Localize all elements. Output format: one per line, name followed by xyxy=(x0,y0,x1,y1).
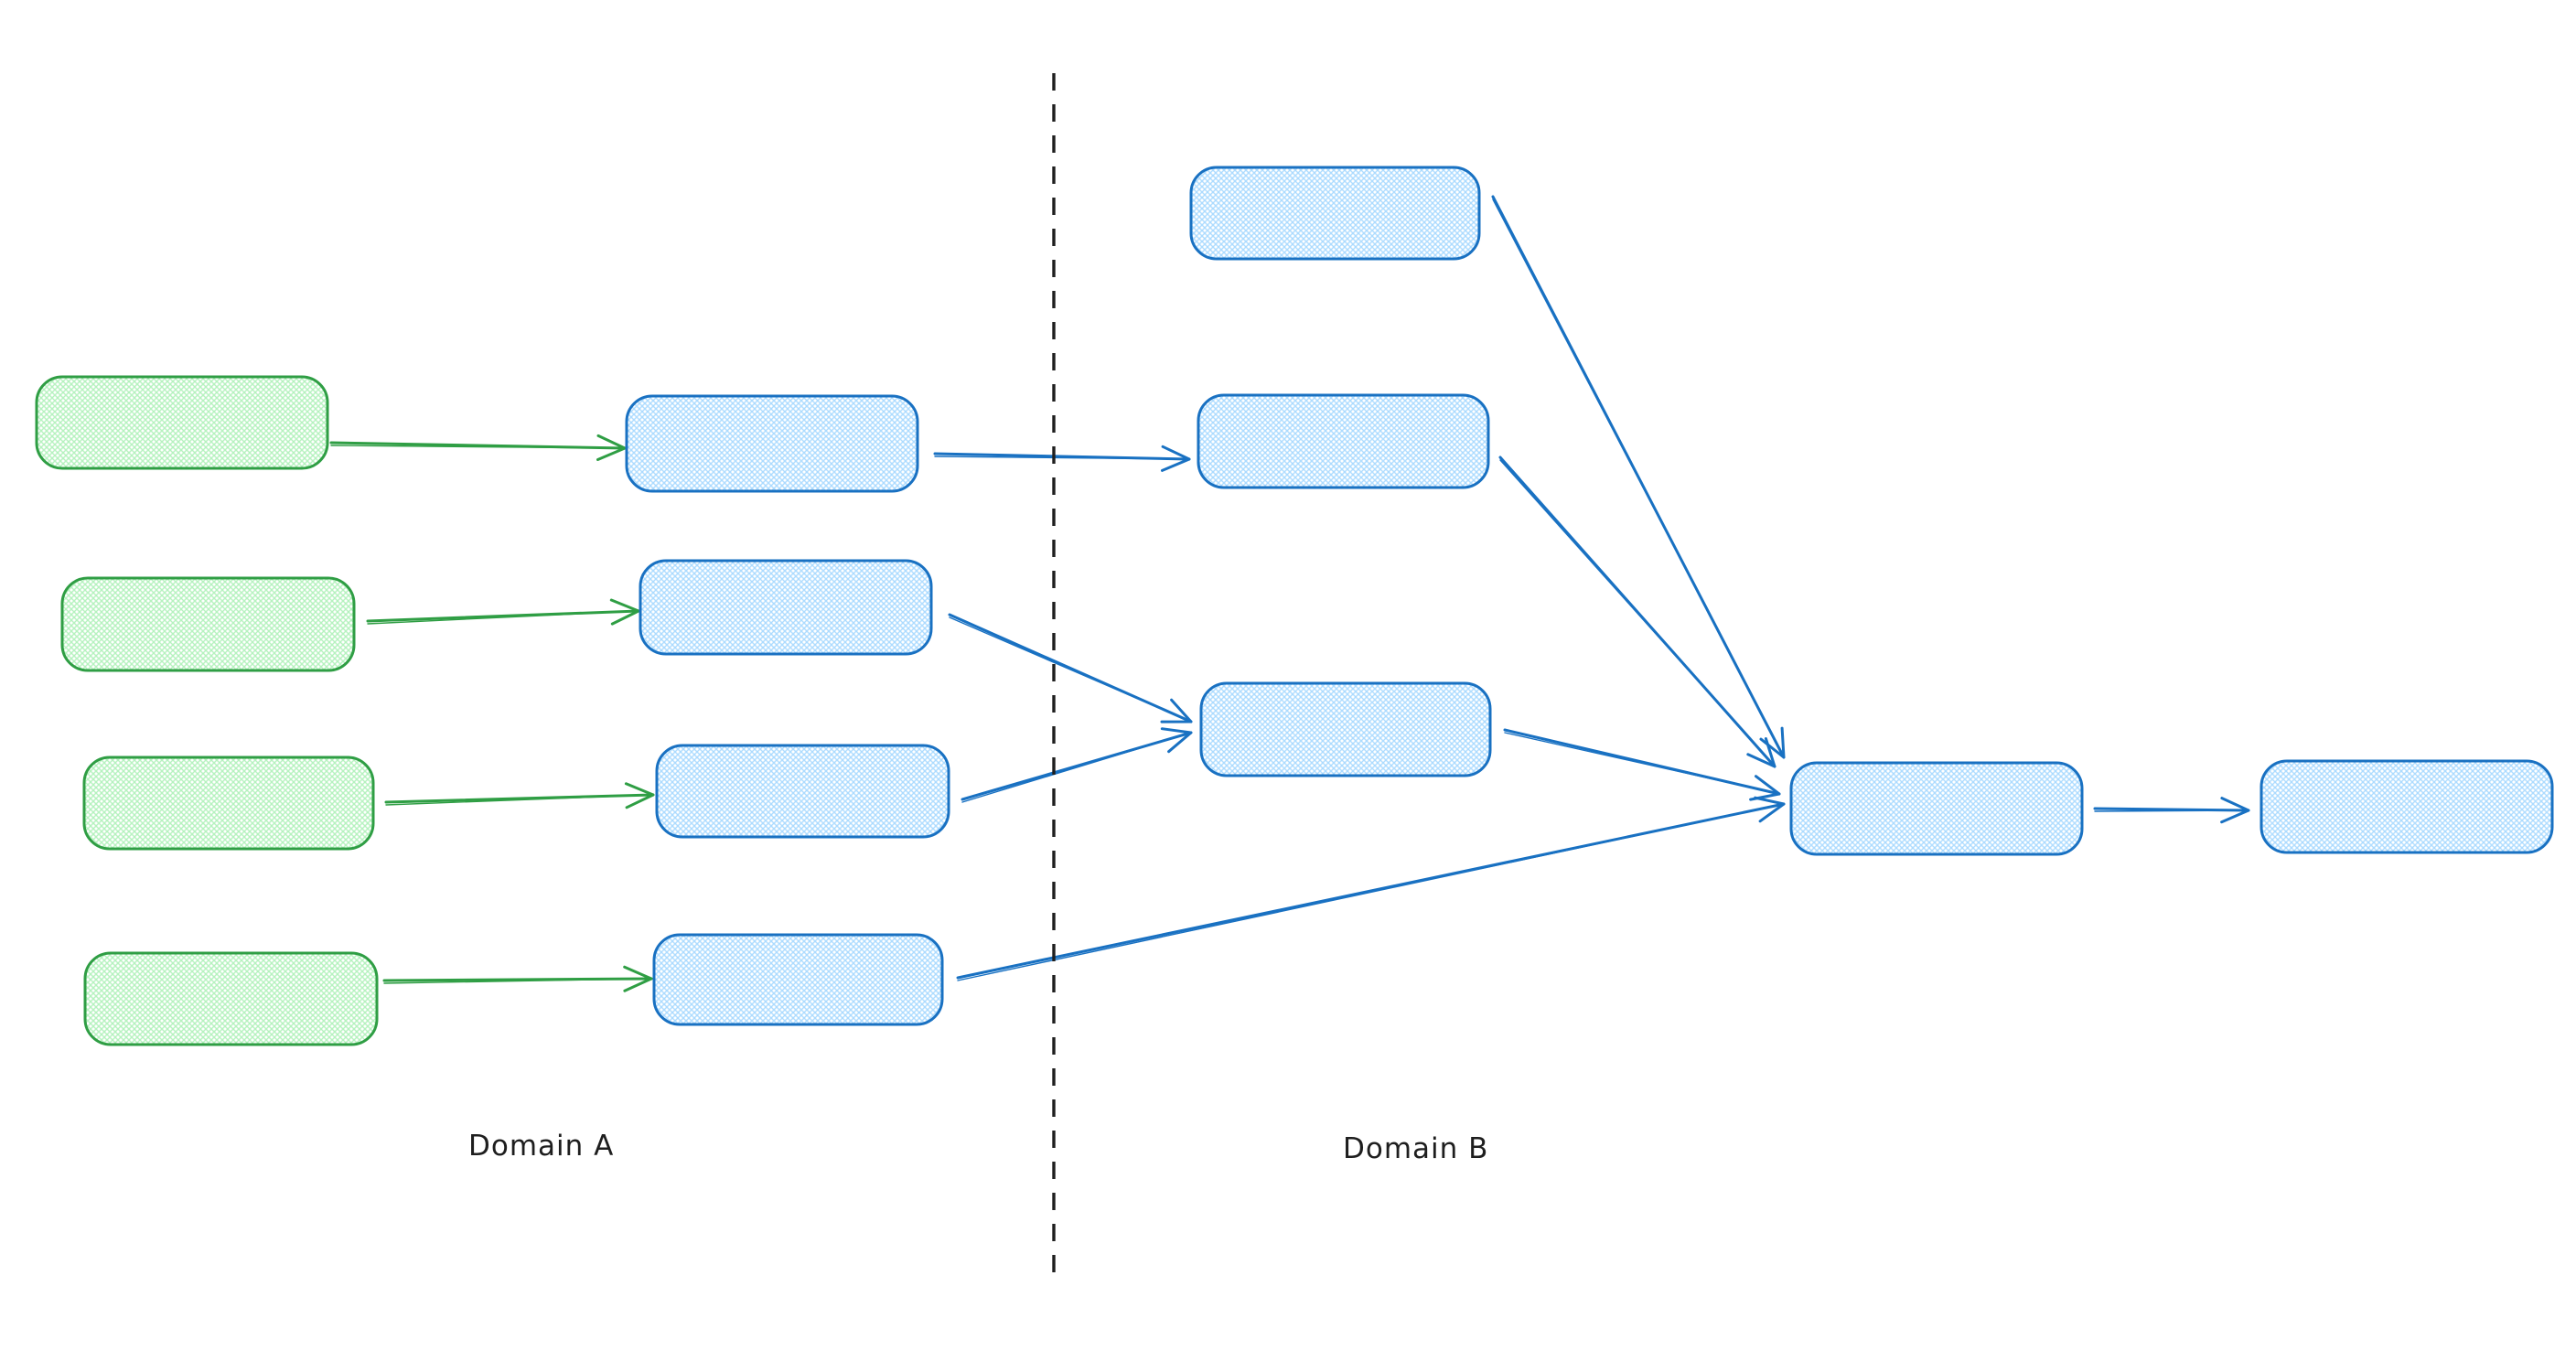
arrow-segment xyxy=(385,794,654,806)
node-green-2[interactable] xyxy=(60,576,356,672)
arrow-g1-a1[interactable] xyxy=(329,434,627,461)
arrow-a4-b4[interactable] xyxy=(956,796,1786,981)
node-green-1[interactable] xyxy=(35,375,329,470)
arrow-segment xyxy=(1160,727,1193,754)
arrow-a1-b2[interactable] xyxy=(933,445,1191,472)
node-a3[interactable] xyxy=(655,744,950,839)
nodes-layer xyxy=(35,166,2554,1046)
domain-b-label[interactable]: Domain B xyxy=(1343,1132,1488,1165)
arrow-segment xyxy=(367,610,639,625)
arrow-segment xyxy=(330,445,626,449)
arrow-segment xyxy=(1749,775,1781,801)
arrow-a3-b3[interactable] xyxy=(961,727,1193,803)
arrow-segment xyxy=(596,434,627,461)
arrow-segment xyxy=(2220,797,2250,824)
arrow-segment xyxy=(949,616,1192,723)
node-a2[interactable] xyxy=(639,559,933,656)
arrow-segment xyxy=(623,965,653,992)
arrow-segment xyxy=(934,456,1190,460)
node-green-4[interactable] xyxy=(83,951,379,1046)
arrow-a2-b3[interactable] xyxy=(948,613,1193,724)
node-a1[interactable] xyxy=(625,394,919,493)
arrow-segment xyxy=(624,782,655,809)
node-b2[interactable] xyxy=(1197,393,1490,489)
arrow-g3-a3[interactable] xyxy=(384,782,655,809)
arrow-segment xyxy=(1161,445,1191,472)
node-a4[interactable] xyxy=(652,933,944,1026)
node-b1[interactable] xyxy=(1189,166,1481,261)
edges-layer xyxy=(329,195,2250,992)
arrow-segment xyxy=(609,598,640,626)
arrow-b1-b4[interactable] xyxy=(1491,195,1786,759)
node-green-3[interactable] xyxy=(82,756,375,851)
arrow-g4-a4[interactable] xyxy=(382,965,653,992)
node-b5[interactable] xyxy=(2259,759,2554,854)
arrow-b2-b4[interactable] xyxy=(1498,456,1776,768)
arrow-segment xyxy=(1492,198,1785,758)
arrow-segment xyxy=(1754,796,1786,823)
arrow-b3-b4[interactable] xyxy=(1503,728,1781,801)
arrow-segment xyxy=(957,803,1785,981)
arrow-segment xyxy=(1746,737,1776,768)
domain-a-label[interactable]: Domain A xyxy=(468,1130,614,1163)
arrow-segment xyxy=(1160,698,1193,724)
arrow-segment xyxy=(961,732,1192,803)
arrow-b4-b5[interactable] xyxy=(2093,797,2250,824)
arrow-g2-a2[interactable] xyxy=(366,598,640,626)
node-b4[interactable] xyxy=(1789,761,2084,856)
arrow-segment xyxy=(2094,809,2249,812)
node-b3[interactable] xyxy=(1199,681,1492,777)
arrow-segment xyxy=(383,978,652,984)
arrow-segment xyxy=(1499,459,1776,767)
arrow-segment xyxy=(1504,732,1780,795)
